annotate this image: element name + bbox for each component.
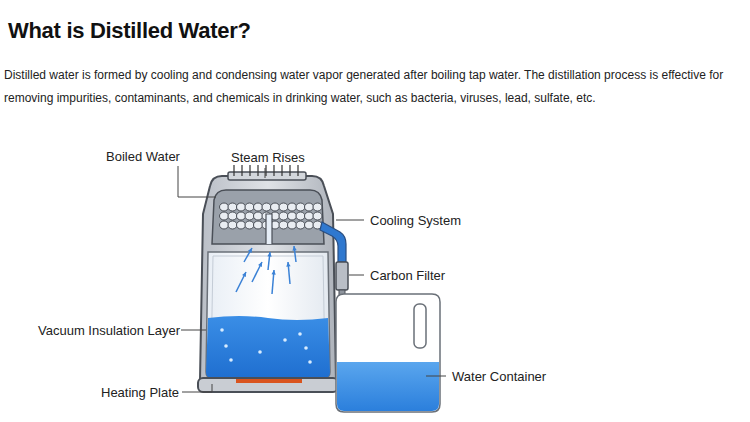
coil-winding: [245, 221, 254, 229]
base: [198, 378, 338, 392]
vent-mark: [281, 165, 282, 176]
vent-mark: [233, 165, 234, 176]
bubble: [229, 358, 233, 362]
coil-winding: [228, 212, 237, 220]
glass-chamber: [206, 252, 330, 378]
vent-mark: [241, 165, 242, 176]
coil-winding: [305, 221, 314, 229]
coil-winding: [220, 221, 229, 229]
coil-winding: [288, 203, 297, 211]
part-label: Water Container: [451, 369, 547, 384]
arrow-head: [248, 248, 252, 253]
coil-winding: [245, 203, 254, 211]
bubble: [224, 344, 228, 348]
coil-winding: [271, 203, 280, 211]
coil-winding: [313, 203, 322, 211]
leader-line: [336, 220, 364, 221]
coil-winding: [245, 212, 254, 220]
leader-line: [182, 384, 212, 392]
vent-mark: [297, 165, 298, 176]
coil-winding: [254, 221, 263, 229]
arrow-head: [258, 262, 262, 267]
steam-pipe: [266, 214, 272, 244]
bubble: [220, 328, 224, 332]
coil-winding: [254, 203, 263, 211]
coil-winding: [279, 212, 288, 220]
arrow-head: [267, 252, 271, 257]
bubble: [298, 332, 302, 336]
part-label: Steam Rises: [230, 150, 306, 165]
coil-winding: [237, 203, 246, 211]
carbon-filter: [336, 262, 348, 290]
coil-winding: [279, 221, 288, 229]
part-label: Boiled Water: [105, 149, 181, 164]
leader-line: [349, 275, 364, 276]
leader-line: [180, 330, 206, 331]
coil-winding: [305, 212, 314, 220]
vent-mark: [289, 165, 290, 176]
leader-line: [426, 376, 446, 377]
water-container: [336, 294, 440, 412]
coil-winding: [228, 203, 237, 211]
part-label: Cooling System: [369, 213, 462, 228]
lid-top: [228, 172, 306, 180]
coil-winding: [254, 212, 263, 220]
vent-mark: [273, 165, 274, 176]
vent-mark: [249, 165, 250, 176]
arrow-head: [286, 262, 290, 267]
container-water: [337, 362, 439, 411]
steam-arrow: [252, 262, 262, 282]
description-text: Distilled water is formed by cooling and…: [4, 64, 746, 110]
heating-plate: [236, 379, 302, 383]
leader-line: [178, 166, 216, 197]
part-label: Heating Plate: [100, 385, 180, 400]
bubble: [304, 346, 308, 350]
part-label: Carbon Filter: [369, 268, 446, 283]
arrow-head: [242, 272, 246, 277]
distiller-housing: [200, 176, 336, 380]
boiling-water: [206, 316, 330, 378]
coil-winding: [288, 221, 297, 229]
coil-winding: [296, 203, 305, 211]
coil-winding: [279, 203, 288, 211]
arrow-head: [271, 270, 275, 275]
steam-arrow: [244, 248, 252, 262]
bubble: [283, 338, 287, 342]
steam-arrow: [236, 272, 246, 292]
coil-winding: [288, 212, 297, 220]
coil-winding: [237, 212, 246, 220]
lid-cavity: [212, 190, 324, 244]
bubble: [258, 350, 262, 354]
part-label: Vacuum Insulation Layer: [37, 323, 181, 338]
coil-winding: [237, 221, 246, 229]
coil-winding: [313, 212, 322, 220]
coil-winding: [228, 221, 237, 229]
spout: [320, 222, 346, 262]
leader-lines: [178, 166, 446, 392]
arrow-head: [292, 246, 296, 251]
coil-winding: [296, 221, 305, 229]
coil-winding: [296, 212, 305, 220]
page-title: What is Distilled Water?: [8, 18, 251, 44]
coil-winding: [220, 212, 229, 220]
coil-winding: [220, 203, 229, 211]
container-handle: [414, 304, 426, 348]
coil-winding: [305, 203, 314, 211]
bubble: [308, 360, 312, 364]
coil-winding: [262, 203, 271, 211]
leader-line: [265, 168, 266, 178]
vent-mark: [257, 165, 258, 176]
vent-mark: [265, 165, 266, 176]
